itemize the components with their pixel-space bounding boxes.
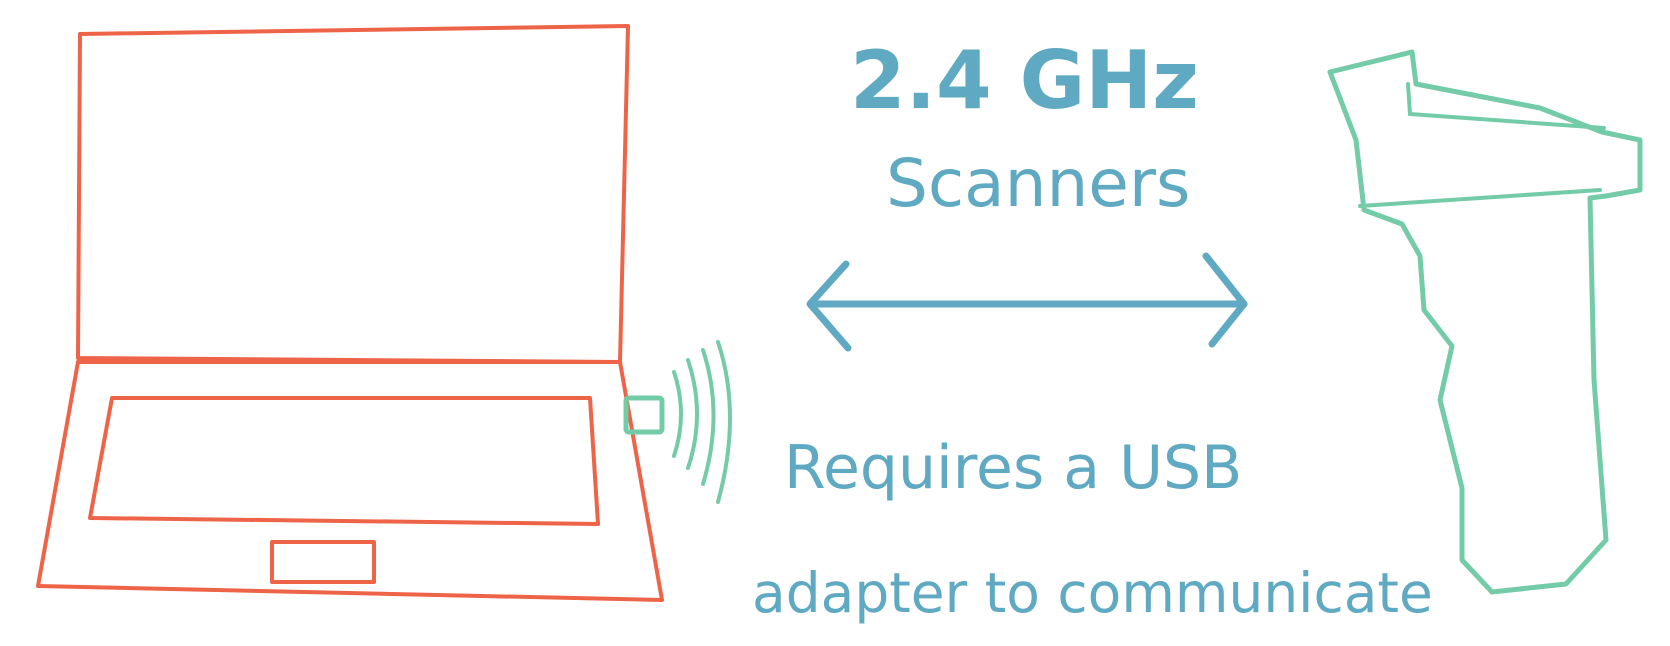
barcode-scanner-icon <box>1327 49 1643 595</box>
laptop-icon <box>36 24 664 602</box>
heading-line-2: Scanners <box>886 145 1190 222</box>
wireless-signal-icon <box>672 340 732 504</box>
double-headed-arrow <box>806 252 1248 352</box>
heading-line-1: 2.4 GHz <box>850 34 1199 127</box>
scanner-detail-line <box>1358 82 1606 208</box>
caption-line-1: Requires a USB <box>784 433 1242 503</box>
usb-adapter-icon <box>623 395 665 435</box>
caption-line-2: adapter to communicate <box>752 561 1433 625</box>
